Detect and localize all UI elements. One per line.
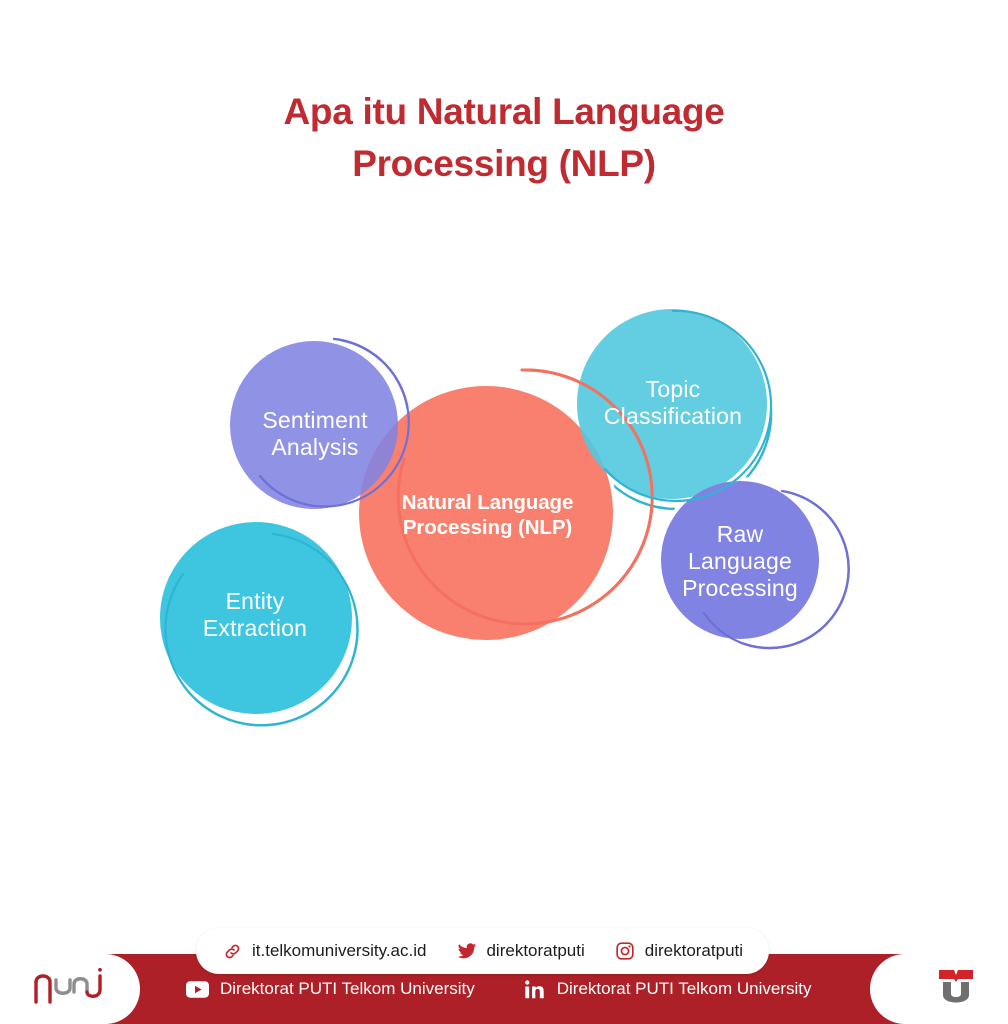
link-icon xyxy=(222,941,243,962)
linkedin-icon xyxy=(523,978,546,1001)
contact-instagram[interactable]: direktoratputi xyxy=(615,941,743,962)
topic-ring-arc-front xyxy=(603,309,773,503)
contact-pill: it.telkomuniversity.ac.id direktoratputi… xyxy=(196,928,770,974)
social-youtube-label: Direktorat PUTI Telkom University xyxy=(220,979,475,998)
bubble-center-nlp[interactable] xyxy=(359,386,613,640)
contact-website[interactable]: it.telkomuniversity.ac.id xyxy=(222,941,426,962)
footer-right-logo-plate xyxy=(870,954,1008,1024)
page-title-line-1: Apa itu Natural Language xyxy=(283,91,725,132)
sentiment-ring-arc-front xyxy=(258,337,410,508)
contact-twitter[interactable]: direktoratputi xyxy=(456,941,585,962)
raw-language-ring-arc-front xyxy=(702,489,850,650)
youtube-icon xyxy=(186,978,209,1001)
page-title: Apa itu Natural Language Processing (NLP… xyxy=(0,86,1008,190)
contact-website-label: it.telkomuniversity.ac.id xyxy=(252,941,427,960)
puti-logo xyxy=(30,967,136,1008)
telkom-university-logo xyxy=(930,964,982,1012)
bubble-raw-language-processing[interactable] xyxy=(661,481,819,639)
center-ring-arc-front xyxy=(396,368,654,626)
twitter-icon xyxy=(456,941,477,962)
page-title-line-2: Processing (NLP) xyxy=(352,143,656,184)
social-row: Direktorat PUTI Telkom University Direkt… xyxy=(186,954,812,1024)
bubble-sentiment-analysis[interactable] xyxy=(230,341,398,509)
nlp-bubble-diagram: Sentiment Analysis Topic Classification … xyxy=(160,309,850,727)
instagram-icon xyxy=(615,941,636,962)
contact-instagram-label: direktoratputi xyxy=(644,941,744,960)
entity-ring-arc-front xyxy=(164,532,359,727)
footer: it.telkomuniversity.ac.id direktoratputi… xyxy=(0,928,1008,1024)
bubble-entity-extraction[interactable] xyxy=(160,522,352,714)
social-youtube[interactable]: Direktorat PUTI Telkom University xyxy=(186,978,475,1001)
contact-twitter-label: direktoratputi xyxy=(486,941,585,960)
social-linkedin[interactable]: Direktorat PUTI Telkom University xyxy=(523,978,812,1001)
bubble-topic-classification[interactable] xyxy=(577,309,767,499)
social-linkedin-label: Direktorat PUTI Telkom University xyxy=(556,979,812,998)
